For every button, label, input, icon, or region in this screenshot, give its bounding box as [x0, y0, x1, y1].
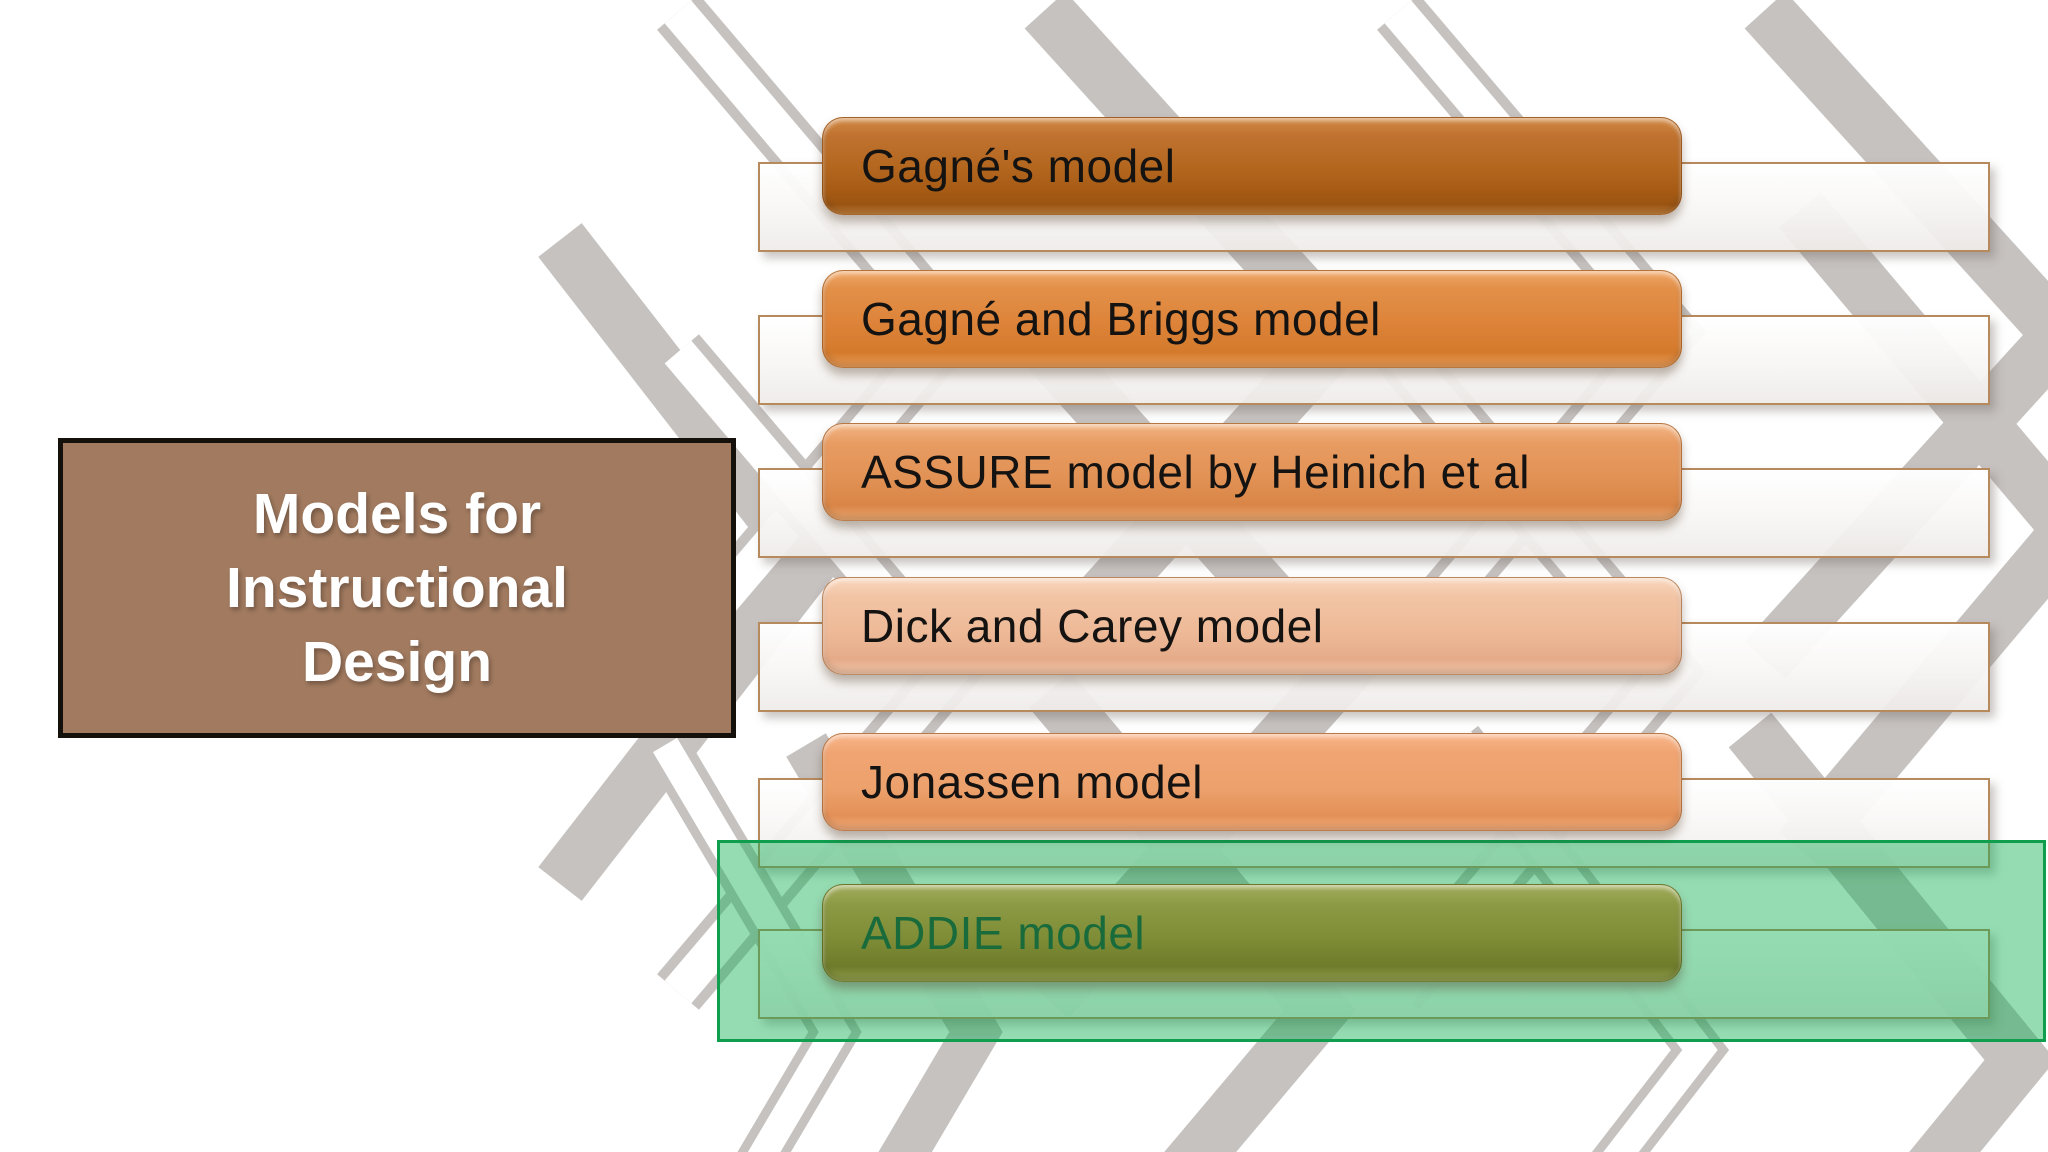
- model-bar-gagne-briggs: Gagné and Briggs model: [822, 270, 1682, 368]
- title-line: Design: [301, 630, 493, 695]
- model-bar-dick-carey: Dick and Carey model: [822, 577, 1682, 675]
- model-bar-assure: ASSURE model by Heinich et al: [822, 423, 1682, 521]
- model-bar-label: ASSURE model by Heinich et al: [861, 446, 1531, 498]
- model-bar-jonassen: Jonassen model: [822, 733, 1682, 831]
- title-line: Instructional: [225, 555, 569, 620]
- model-bar-label: Dick and Carey model: [861, 600, 1324, 652]
- model-bar-addie: ADDIE model: [822, 884, 1682, 982]
- model-bar-label: Gagné and Briggs model: [861, 293, 1381, 345]
- model-bar-label: ADDIE model: [861, 907, 1146, 959]
- model-bar-label: Jonassen model: [861, 756, 1203, 808]
- title-box: Models for Instructional Design: [58, 438, 736, 738]
- model-bar-gagne: Gagné's model: [822, 117, 1682, 215]
- model-bar-label: Gagné's model: [861, 140, 1176, 192]
- title-line: Models for: [252, 481, 542, 546]
